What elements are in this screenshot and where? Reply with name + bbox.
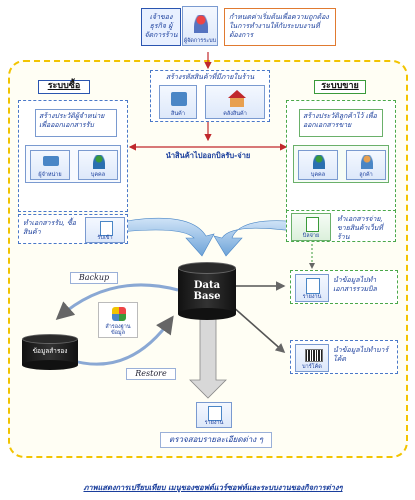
document-icon <box>306 217 319 232</box>
restore-label: Restore <box>126 368 176 380</box>
barcode-icon-box: บาร์โค้ด <box>295 344 329 372</box>
person-icon-buy: บุคคล <box>78 150 118 180</box>
person-icon-sell: บุคคล <box>298 150 338 180</box>
report-icon-box: รายงาน <box>196 402 232 428</box>
manager-icon: ผู้จัดการระบบ <box>182 6 218 46</box>
receive-icon: รับเข้า <box>85 217 125 243</box>
buy-header: ระบบซื้อ <box>38 80 90 94</box>
supplier-icon: ผู้จำหน่าย <box>30 150 70 180</box>
issue-icon: บิลจ่าย <box>291 213 331 241</box>
customer-icon: ลูกค้า <box>346 150 386 180</box>
owner-box: เจ้าของธุรกิจ ผู้จัดการร้าน <box>141 8 181 46</box>
backup-system-icon: สำรองฐานข้อมูล <box>98 302 138 338</box>
document-icon <box>100 221 113 236</box>
output-summary: รายงาน นำข้อมูลไปทำเอกสารรวมบิล <box>290 270 398 304</box>
backup-label: Backup <box>70 272 118 284</box>
supplier-group: ผู้จำหน่าย บุคคล <box>25 145 121 183</box>
product-icon: สินค้า <box>159 85 197 119</box>
truck-icon <box>43 156 59 166</box>
customer-group: บุคคล ลูกค้า <box>293 145 389 183</box>
database-icon <box>112 307 126 321</box>
middle-arrow-label: นำสินค้าไปออกบิลรับ-จ่าย <box>165 151 251 160</box>
sell-doc-row: บิลจ่าย ทำเอกสารจ่าย, ขายสินค้าเว็บที่ร้… <box>286 210 396 242</box>
barcode-icon <box>305 349 323 362</box>
report-caption: ตรวจสอบรายละเอียดต่าง ๆ <box>160 432 272 448</box>
backup-store-cylinder: ข้อมูลสำรอง <box>22 334 78 370</box>
house-icon <box>228 90 246 98</box>
report-icon <box>208 406 222 421</box>
create-supplier-box: สร้างประวัติผู้จำหน่าย เพื่อออกเอกสารรับ <box>35 109 117 137</box>
output-barcode: บาร์โค้ด นำข้อมูลไปทำบาร์โค้ด <box>290 340 398 374</box>
report-icon <box>306 278 320 294</box>
sell-header: ระบบขาย <box>314 80 366 94</box>
buy-column: สร้างประวัติผู้จำหน่าย เพื่อออกเอกสารรับ… <box>18 100 128 212</box>
buy-doc-row: ทำเอกสารรับ, ซื้อสินค้า รับเข้า <box>18 214 128 244</box>
product-setup-box: สร้างรหัสสินค้าที่มีภายในร้าน สินค้า คลั… <box>150 70 270 122</box>
config-note: กำหนดค่าเริ่มต้นเพื่อความถูกต้องในการทำง… <box>224 8 336 46</box>
create-customer-box: สร้างประวัติลูกค้าไว้ เพื่อออกเอกสารขาย <box>299 109 383 137</box>
box-icon <box>171 92 187 106</box>
database-label: Data Base <box>193 280 221 302</box>
database-cylinder: Data Base <box>178 262 236 320</box>
sell-column: สร้างประวัติลูกค้าไว้ เพื่อออกเอกสารขาย … <box>286 100 396 212</box>
warehouse-icon: คลังสินค้า <box>205 85 265 119</box>
owner-label: เจ้าของธุรกิจ ผู้จัดการร้าน <box>144 13 178 39</box>
person-icon <box>194 15 208 33</box>
footer-caption: ภาพแสดงการเปรียบเทียบ เมนูของซอฟต์แวร์ซอ… <box>83 483 343 492</box>
backup-store-label: ข้อมูลสำรอง <box>32 347 68 355</box>
summary-icon: รายงาน <box>295 274 329 302</box>
